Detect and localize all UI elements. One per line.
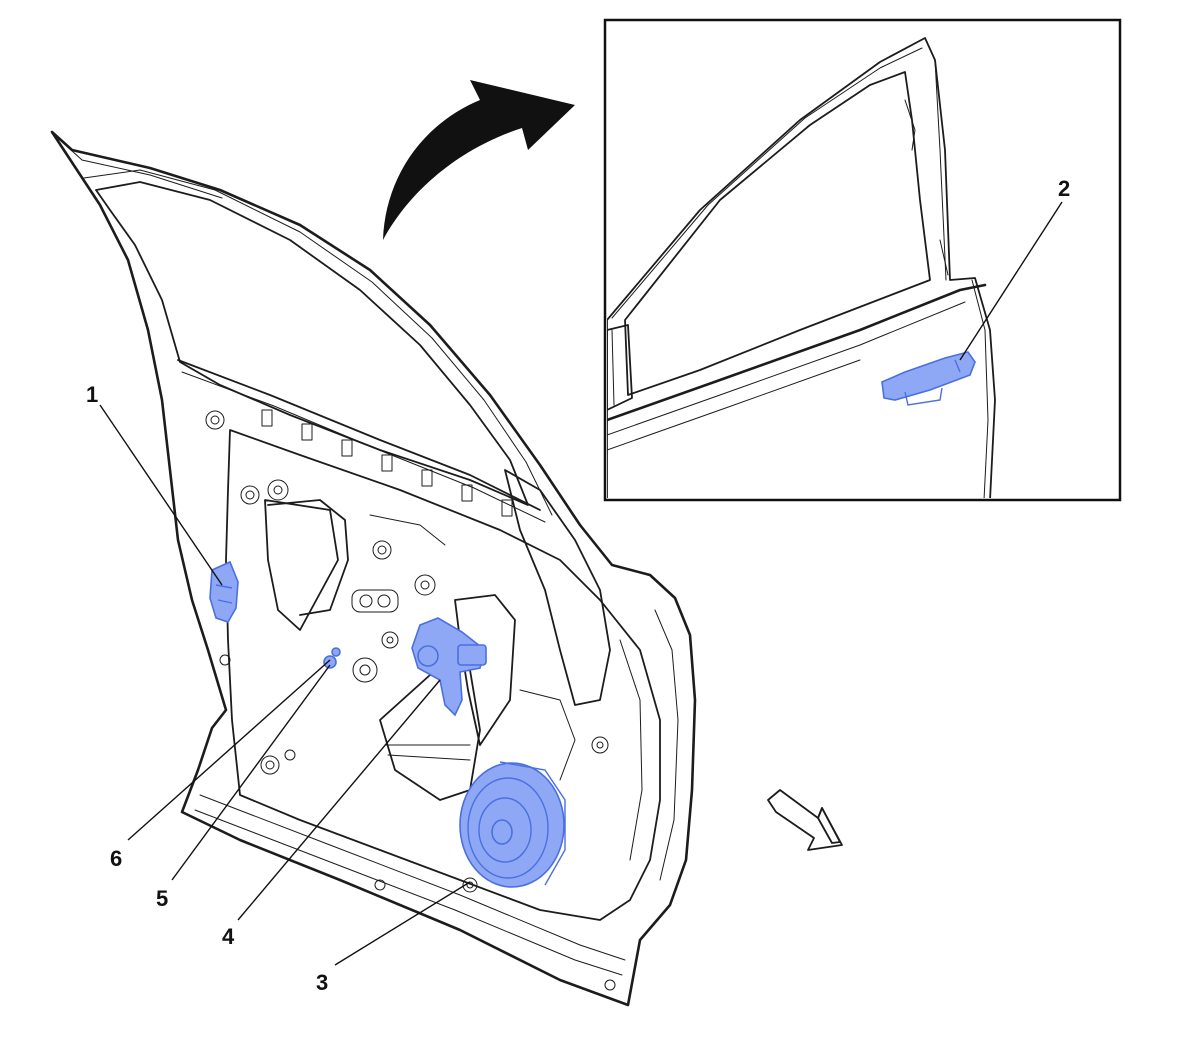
callout-6: 6 <box>110 846 122 871</box>
callout-leaders <box>99 201 1063 966</box>
small-clip-component <box>323 647 341 669</box>
window-motor-component <box>411 617 487 717</box>
door-lock-component <box>209 560 239 623</box>
inner-door-panel <box>50 130 697 1007</box>
callout-4: 4 <box>222 924 235 949</box>
outside-handle-component <box>881 351 976 406</box>
callout-2: 2 <box>1058 176 1070 201</box>
callout-3: 3 <box>316 970 328 995</box>
callout-labels: 1 2 3 4 5 6 <box>86 176 1070 995</box>
outer-door-inset <box>603 18 1122 502</box>
curved-arrow-icon <box>383 80 575 240</box>
callout-5: 5 <box>156 886 168 911</box>
callout-1: 1 <box>86 382 98 407</box>
speaker-component <box>459 761 566 888</box>
rear-direction-arrow-icon <box>767 789 843 851</box>
